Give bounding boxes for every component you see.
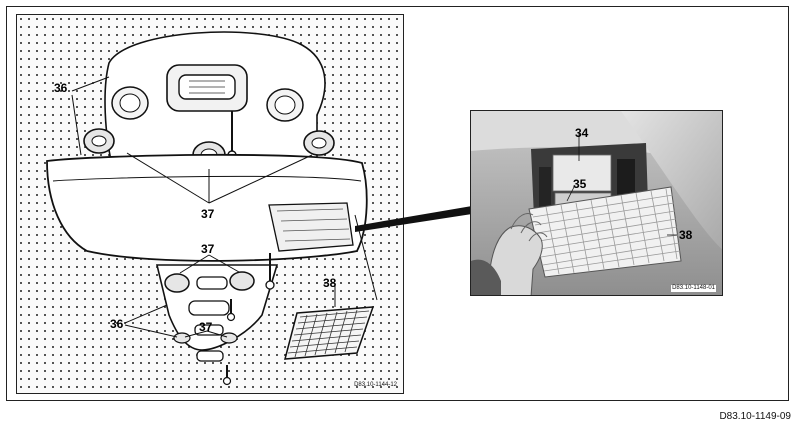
left-panel-code: D83.10-1144-12 [354, 382, 397, 388]
photo-panel-code: D83.10-1148-01 [671, 285, 716, 292]
callout-38-photo: 38 [679, 228, 693, 242]
callout-36-housing: 36 [54, 81, 68, 95]
callout-37-clips-lower: 37 [201, 242, 215, 256]
callout-37-bottom: 37 [199, 320, 213, 334]
callout-37-clips-upper: 37 [201, 207, 215, 221]
exploded-view-panel: 36 37 37 38 36 37 D83.10-1144-12 [16, 14, 404, 394]
callout-35-photo: 35 [573, 177, 587, 191]
callout-36-lower-console: 36 [110, 317, 124, 331]
callout-38-grille: 38 [323, 276, 337, 290]
figure-code: D83.10-1149-09 [719, 411, 791, 422]
figure-frame [6, 6, 789, 401]
exploded-view-drawing [46, 31, 378, 386]
photo-inset-image [471, 111, 722, 295]
callout-34-photo: 34 [575, 126, 589, 140]
photo-inset-panel: 34 35 38 D83.10-1148-01 [470, 110, 723, 296]
